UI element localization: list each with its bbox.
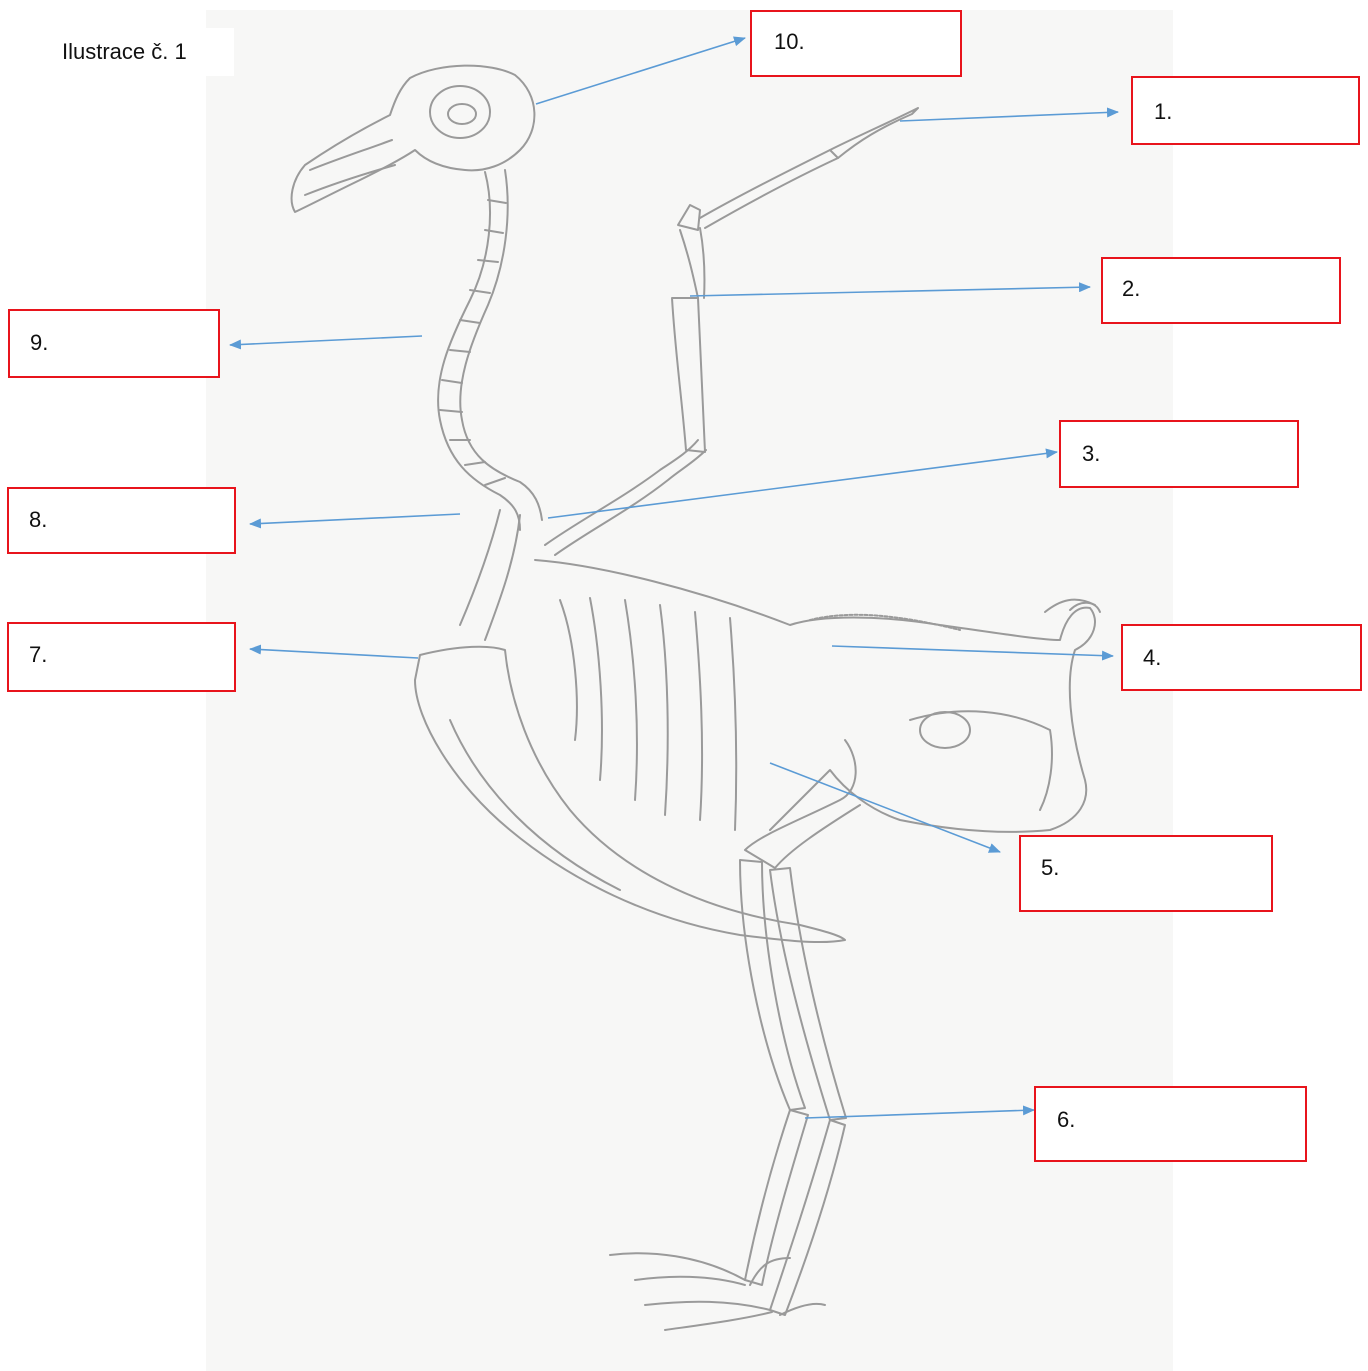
label-box-5[interactable]: 5.	[1019, 835, 1273, 912]
label-number: 6.	[1057, 1107, 1076, 1132]
label-box-9[interactable]: 9.	[8, 309, 220, 378]
label-box-1[interactable]: 1.	[1131, 76, 1360, 145]
illustration-background	[206, 10, 1173, 1371]
arrow-6	[804, 1105, 1035, 1119]
ribcage-and-pelvis	[534, 559, 1101, 833]
label-box-4[interactable]: 4.	[1121, 624, 1362, 691]
arrow-10	[535, 36, 746, 105]
sternum-keel	[414, 645, 846, 944]
label-number: 8.	[29, 507, 48, 532]
arrow-5	[769, 762, 1001, 853]
label-number: 10.	[774, 29, 805, 54]
label-box-10[interactable]: 10.	[750, 10, 962, 77]
label-number: 9.	[30, 330, 49, 355]
label-box-8[interactable]: 8.	[7, 487, 236, 554]
furcula	[459, 509, 521, 641]
skull	[290, 64, 536, 213]
label-box-6[interactable]: 6.	[1034, 1086, 1307, 1162]
label-number: 5.	[1041, 855, 1060, 880]
label-box-3[interactable]: 3.	[1059, 420, 1299, 488]
arrow-1	[899, 107, 1119, 122]
arrow-3	[547, 448, 1058, 519]
arrow-7	[249, 644, 419, 659]
label-number: 7.	[29, 642, 48, 667]
arrow-8	[249, 513, 461, 529]
tail-pygostyle	[1044, 598, 1096, 613]
arrow-9	[229, 335, 423, 350]
arrow-4	[831, 645, 1114, 661]
label-box-2[interactable]: 2.	[1101, 257, 1341, 324]
label-number: 4.	[1143, 645, 1162, 670]
cervical-vertebrae	[437, 169, 543, 531]
label-number: 3.	[1082, 441, 1101, 466]
label-number: 1.	[1154, 99, 1173, 124]
pointer-arrows	[229, 36, 1119, 1119]
label-box-7[interactable]: 7.	[7, 622, 236, 692]
leg-bones	[609, 739, 861, 1331]
arrow-2	[689, 282, 1091, 297]
label-number: 2.	[1122, 276, 1141, 301]
wing-bones	[544, 107, 919, 556]
illustration-caption: Ilustrace č. 1	[42, 28, 234, 76]
